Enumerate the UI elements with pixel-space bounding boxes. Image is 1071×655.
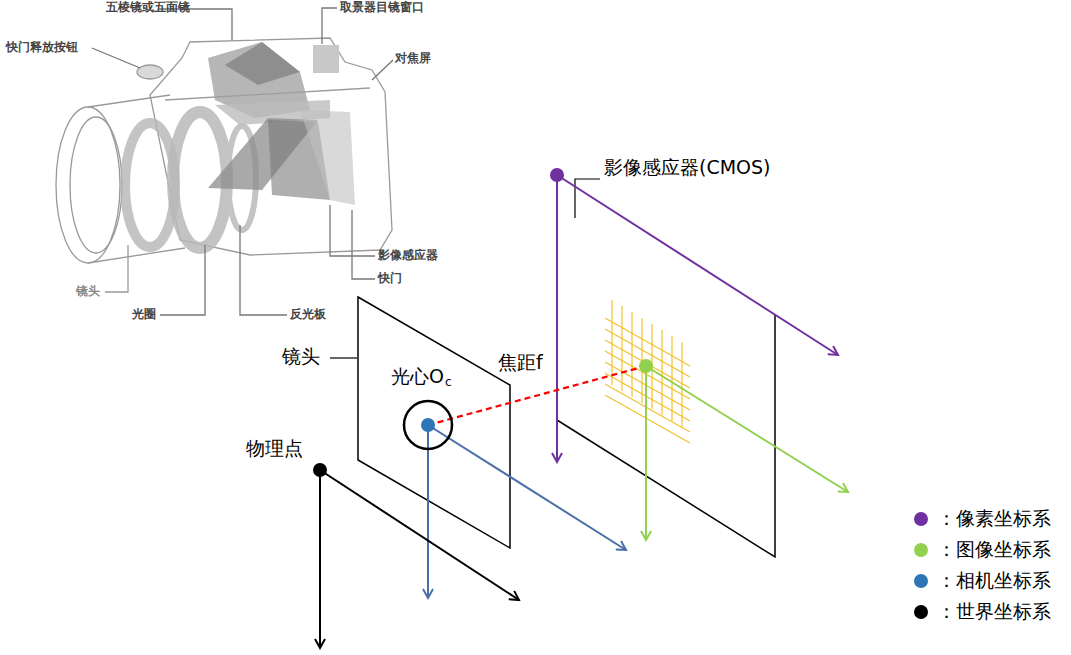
point-label: 物理点 xyxy=(246,438,303,460)
grid-line xyxy=(621,306,622,391)
sensor-plane xyxy=(557,315,775,557)
sensor-label: 影像感应器(CMOS) xyxy=(604,157,771,179)
camera-drawing xyxy=(56,8,393,315)
origin-dot xyxy=(421,418,435,432)
focal-length-label: 焦距f xyxy=(498,352,543,374)
pixel-grid xyxy=(605,300,690,443)
axis xyxy=(319,470,321,648)
grid-line xyxy=(605,395,690,443)
leader-line xyxy=(330,357,357,358)
legend-text: ：图像坐标系 xyxy=(937,537,1051,563)
part-label: 快门释放按钮 xyxy=(6,41,78,55)
legend-text: ：相机坐标系 xyxy=(937,568,1051,594)
origin-dot xyxy=(313,463,327,477)
lens-label: 镜头 xyxy=(282,346,320,368)
part-label: 取景器目镜窗口 xyxy=(340,1,424,15)
part-label: 快门 xyxy=(378,272,402,286)
part-label: 五棱镜或五面镜 xyxy=(106,1,190,15)
axis xyxy=(646,366,848,492)
grid-line xyxy=(681,342,682,427)
grid-line xyxy=(605,384,690,432)
axis xyxy=(428,425,626,550)
part-label: 对焦屏 xyxy=(395,52,431,66)
part-label: 影像感应器 xyxy=(378,249,438,263)
legend-swatch xyxy=(914,574,928,588)
axis xyxy=(645,366,647,540)
focal-line xyxy=(428,366,646,425)
legend-row: ：像素坐标系 xyxy=(914,506,1051,532)
part-label: 反光板 xyxy=(290,308,326,322)
part-label: 镜头 xyxy=(76,285,100,299)
part-label: 光圈 xyxy=(132,308,156,322)
legend-row: ：相机坐标系 xyxy=(914,568,1051,594)
legend-row: ：图像坐标系 xyxy=(914,537,1051,563)
subscript: c xyxy=(445,376,452,390)
legend-text: ：像素坐标系 xyxy=(937,506,1051,532)
legend-swatch xyxy=(914,605,928,619)
origin-dot xyxy=(639,359,653,373)
axis xyxy=(320,470,519,600)
legend-row: ：世界坐标系 xyxy=(914,599,1051,625)
legend-swatch xyxy=(914,512,928,526)
axis xyxy=(427,425,429,598)
axis xyxy=(556,175,558,462)
legend-swatch xyxy=(914,543,928,557)
leader-line xyxy=(575,179,600,218)
grid-line xyxy=(605,373,690,421)
origin-dot xyxy=(550,168,564,182)
optical-center-ring xyxy=(404,401,452,449)
grid-line xyxy=(611,300,612,385)
legend-text: ：世界坐标系 xyxy=(937,599,1051,625)
optical-center-label: 光心O xyxy=(391,366,444,388)
axis xyxy=(557,175,838,355)
